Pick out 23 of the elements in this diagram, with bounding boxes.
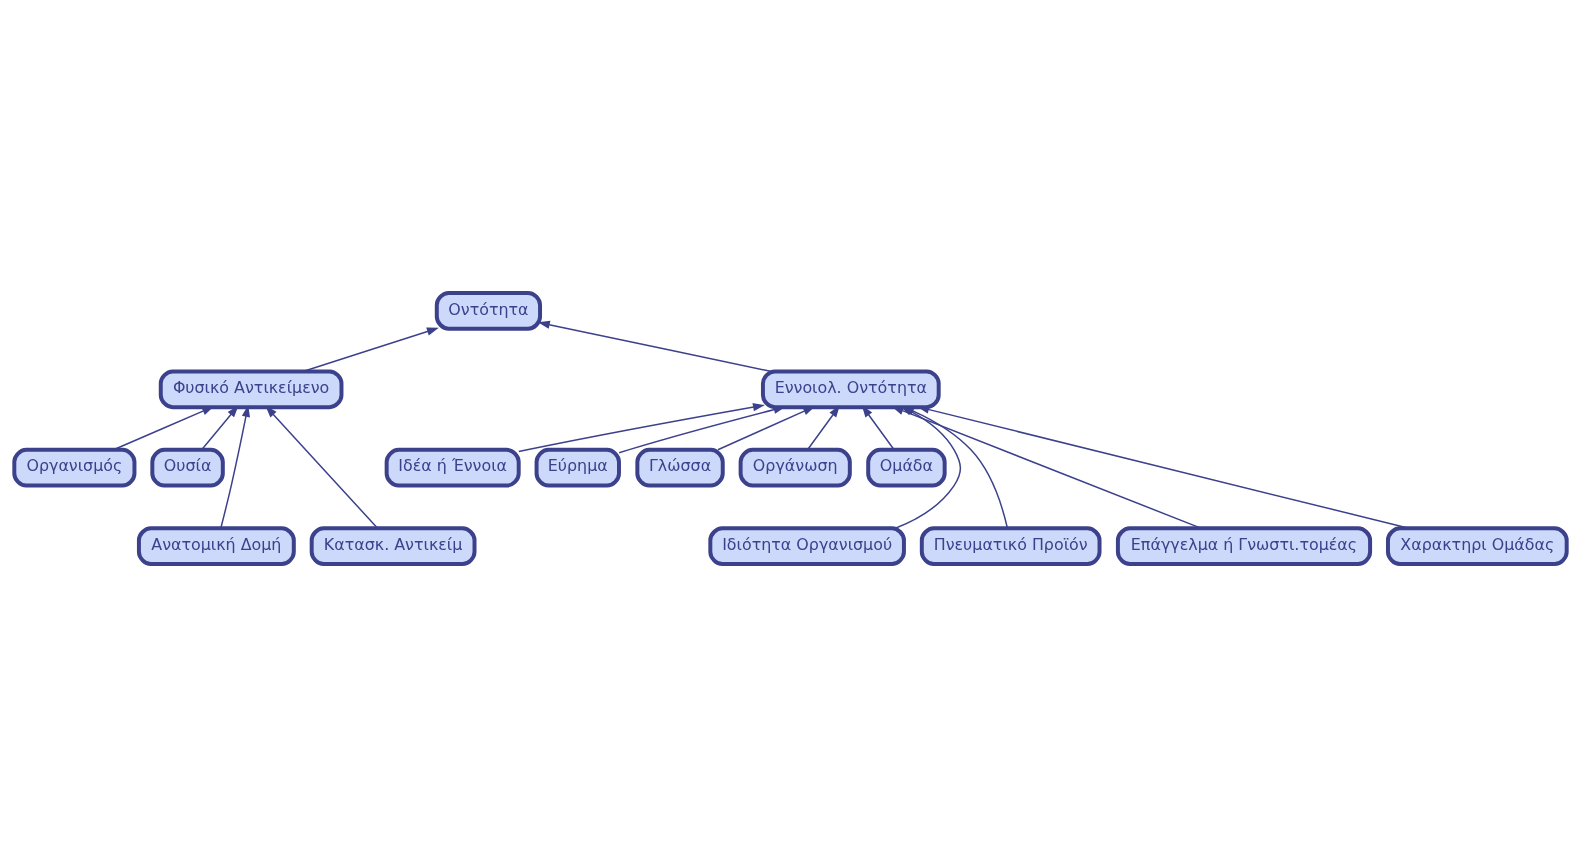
node-box: Ιδιότητα Οργανισμού <box>708 526 906 566</box>
node-box: Ιδέα ή Έννοια <box>384 447 521 488</box>
node-box: Οργάνωση <box>738 447 852 488</box>
arrow <box>537 320 772 373</box>
node-box: Πνευματικό Προϊόν <box>919 526 1102 566</box>
arrow <box>806 405 840 451</box>
node-box: Εννοιολ. Οντότητα <box>760 369 941 410</box>
arrow <box>518 403 765 453</box>
node-box: Εύρημα <box>534 447 621 488</box>
node-box: Ομάδα <box>866 447 947 488</box>
node-box: Κατασκ. Αντικείμ <box>309 526 477 566</box>
arrow <box>200 405 239 451</box>
arrow <box>861 405 895 451</box>
node-box: Επάγγελμα ή Γνωστι.τομέας <box>1115 526 1373 566</box>
node-box: Χαρακτηρι Ομάδας <box>1386 526 1569 566</box>
arrow <box>220 405 250 529</box>
arrow <box>303 327 439 373</box>
node-box: Οντότητα <box>434 291 543 331</box>
node-box: Γλώσσα <box>635 447 725 488</box>
node-box: Οργανισμός <box>12 447 137 488</box>
node-box: Ουσία <box>150 447 225 488</box>
node-box: Φυσικό Αντικείμενο <box>158 369 344 410</box>
node-box: Ανατομική Δομή <box>136 526 296 566</box>
